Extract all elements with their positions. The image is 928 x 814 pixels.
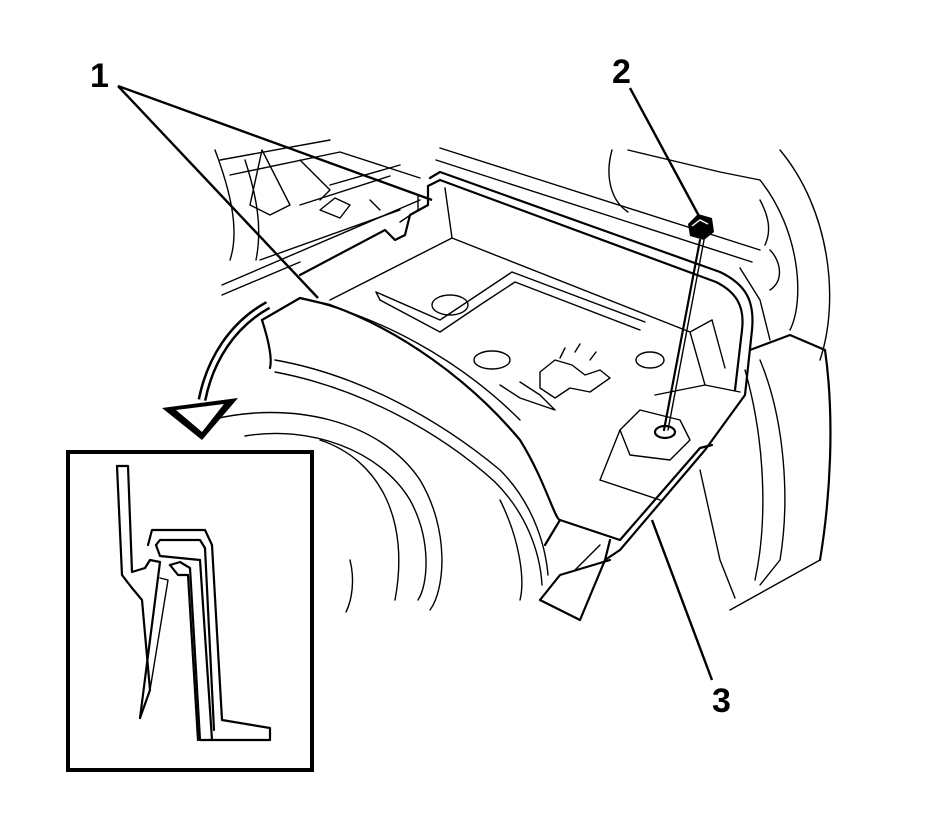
callout-3: 3	[712, 682, 731, 720]
leader-lines	[117, 84, 714, 681]
leader-line-2	[628, 87, 702, 219]
clip-cross-section	[115, 464, 272, 742]
callout-1: 1	[90, 57, 109, 95]
leader-line-1b	[117, 85, 319, 299]
leader-line-1a	[117, 84, 433, 202]
vehicle-body-right	[435, 147, 832, 611]
wheelhouse-trim-panel	[209, 296, 562, 613]
curved-arrow-icon	[162, 301, 271, 440]
bolt-icon	[662, 214, 714, 432]
vehicle-body-left	[214, 139, 421, 296]
leader-line-3	[650, 519, 714, 681]
detail-inset	[66, 450, 314, 772]
callout-2: 2	[612, 53, 631, 91]
storage-compartment	[298, 170, 754, 622]
